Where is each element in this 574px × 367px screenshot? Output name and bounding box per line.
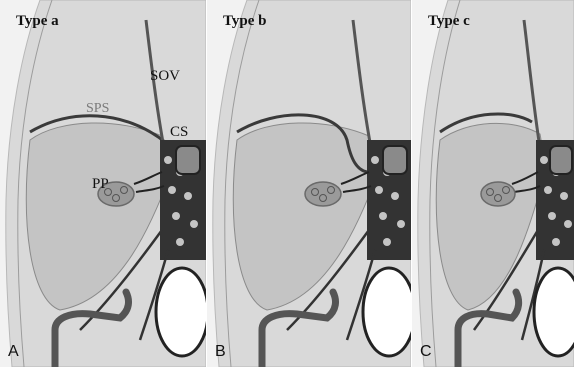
panel-c-illustration bbox=[412, 0, 574, 367]
cavernous-sinus-plexus bbox=[160, 140, 206, 260]
panel-b: Type b B bbox=[207, 0, 411, 367]
panel-c-letter: C bbox=[420, 343, 432, 361]
panel-c-title: Type c bbox=[428, 13, 470, 30]
label-pp: PP bbox=[92, 176, 109, 193]
pterygoid-plexus bbox=[481, 182, 515, 206]
pterygoid-plexus bbox=[305, 182, 341, 206]
panel-b-illustration bbox=[207, 0, 411, 367]
panel-c: Type c C bbox=[412, 0, 574, 367]
panel-b-letter: B bbox=[215, 343, 226, 361]
panel-a-letter: A bbox=[8, 343, 19, 361]
foramen bbox=[363, 268, 411, 356]
panel-a: Type a SPS SOV CS PP A bbox=[0, 0, 206, 367]
panel-a-title: Type a bbox=[16, 13, 59, 30]
panel-b-title: Type b bbox=[223, 13, 266, 30]
cavernous-sinus-plexus bbox=[536, 140, 574, 260]
foramen bbox=[534, 268, 574, 356]
cavernous-sinus-plexus bbox=[367, 140, 411, 260]
label-sov: SOV bbox=[150, 68, 180, 85]
label-sps: SPS bbox=[86, 101, 109, 117]
foramen bbox=[156, 268, 206, 356]
label-cs: CS bbox=[170, 124, 188, 141]
